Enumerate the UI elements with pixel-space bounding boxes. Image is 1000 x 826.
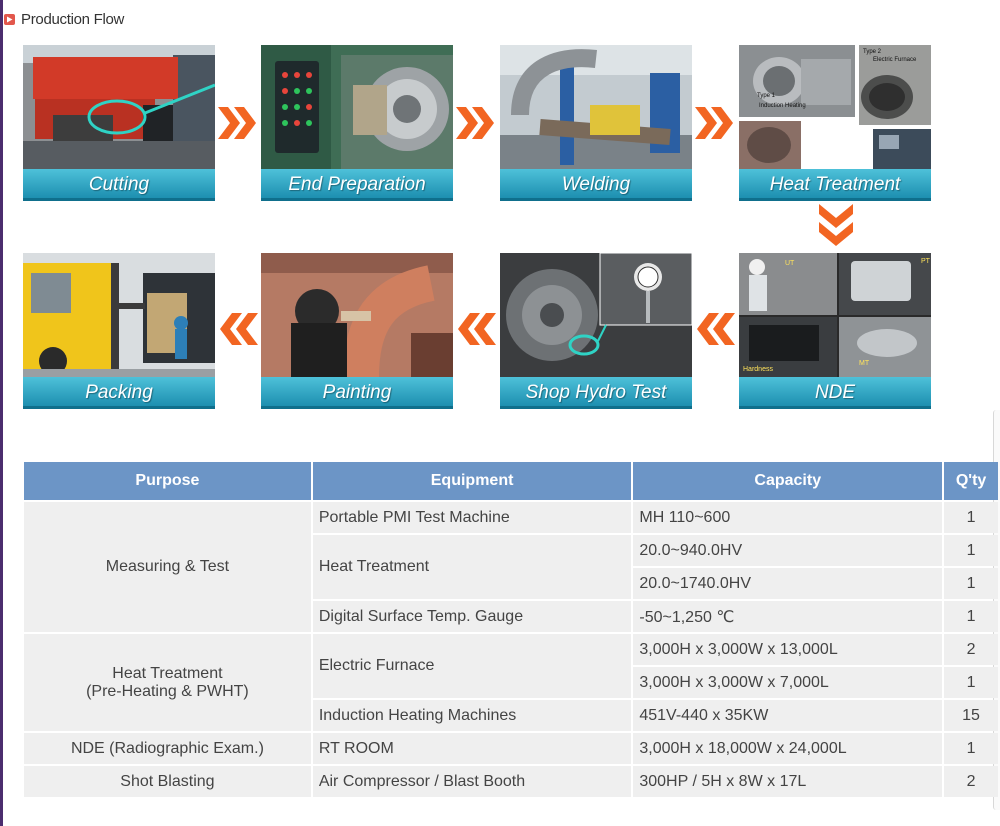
arrow-left-icon (220, 313, 258, 345)
capacity-cell: MH 110~600 (633, 502, 943, 533)
table-row: 20.0~1740.0HV 1 (24, 568, 998, 599)
purpose-line: (Pre-Heating & PWHT) (86, 682, 249, 700)
purpose-line: Heat Treatment (112, 664, 223, 682)
end-preparation-photo (261, 45, 453, 169)
step-label: Cutting (23, 169, 215, 201)
capacity-cell: 451V-440 x 35KW (633, 700, 943, 731)
table-row: Heat Treatment 20.0~940.0HV 1 (24, 535, 998, 599)
bullet-icon (4, 13, 15, 25)
column-header-purpose: Purpose (24, 462, 311, 500)
shop-hydro-test-photo (500, 253, 692, 377)
step-label: Packing (23, 377, 215, 409)
step-shop-hydro-test: Shop Hydro Test (500, 253, 692, 409)
table-row: Shot Blasting Air Compressor / Blast Boo… (24, 766, 998, 797)
step-label: NDE (739, 377, 931, 409)
photo-caption: PT (921, 258, 931, 265)
arrow-right-icon (695, 107, 733, 139)
cutting-photo (23, 45, 215, 169)
photo-caption: Hardness (743, 366, 773, 373)
arrow-left-icon (458, 313, 496, 345)
photo-caption: UT (785, 260, 795, 267)
equipment-cell: Induction Heating Machines (312, 700, 632, 731)
photo-caption: Electric Furnace (873, 57, 917, 63)
capacity-cell: 3,000H x 18,000W x 24,000L (633, 733, 943, 764)
photo-caption: Type 2 (863, 49, 882, 55)
qty-cell: 2 (944, 766, 998, 797)
purpose-cell: NDE (Radiographic Exam.) (24, 733, 311, 764)
left-edge-bar (0, 0, 3, 826)
table-row: Induction Heating Machines 451V-440 x 35… (24, 700, 998, 731)
table-row: NDE (Radiographic Exam.) RT ROOM 3,000H … (24, 733, 998, 764)
table-row: Digital Surface Temp. Gauge -50~1,250 ℃ … (24, 601, 998, 632)
qty-cell: 1 (944, 733, 998, 764)
photo-caption: Induction Heating (759, 103, 806, 109)
heat-treatment-photo: Type 1 Type 2 Induction Heating Electric… (739, 45, 931, 169)
photo-caption: MT (859, 360, 870, 367)
step-painting: Painting (261, 253, 453, 409)
arrow-left-icon (697, 313, 735, 345)
qty-cell: 1 (944, 535, 998, 566)
step-label: End Preparation (261, 169, 453, 201)
section-title: Production Flow (21, 10, 125, 28)
equipment-cell: Portable PMI Test Machine (312, 502, 632, 533)
step-cutting: Cutting (23, 45, 215, 201)
welding-photo (500, 45, 692, 169)
equipment-cell: RT ROOM (312, 733, 632, 764)
purpose-cell: Shot Blasting (24, 766, 311, 797)
table-row: Heat Treatment (Pre-Heating & PWHT) Elec… (24, 634, 998, 731)
qty-cell: 1 (944, 568, 998, 599)
step-nde: UT PT Hardness MT NDE (739, 253, 931, 409)
qty-cell: 15 (944, 700, 998, 731)
qty-cell: 1 (944, 601, 998, 632)
capacity-cell: 3,000H x 3,000W x 13,000L (633, 634, 943, 665)
equipment-table: Purpose Equipment Capacity Q'ty Measurin… (22, 460, 1000, 799)
photo-caption: Type 1 (757, 93, 776, 99)
column-header-capacity: Capacity (633, 462, 943, 500)
capacity-cell: 20.0~940.0HV (633, 535, 943, 566)
table-row: Measuring & Test Portable PMI Test Machi… (24, 502, 998, 632)
column-header-qty: Q'ty (944, 462, 998, 500)
table-row: 3,000H x 3,000W x 7,000L 1 (24, 667, 998, 698)
section-header: Production Flow (4, 8, 124, 30)
capacity-cell: 300HP / 5H x 8W x 17L (633, 766, 943, 797)
nde-photo: UT PT Hardness MT (739, 253, 931, 377)
equipment-cell: Air Compressor / Blast Booth (312, 766, 632, 797)
table-header-row: Purpose Equipment Capacity Q'ty (24, 462, 998, 500)
step-packing: Packing (23, 253, 215, 409)
arrow-down-icon (819, 204, 853, 246)
painting-photo (261, 253, 453, 377)
step-label: Welding (500, 169, 692, 201)
purpose-cell: Measuring & Test (24, 502, 311, 632)
column-header-equipment: Equipment (312, 462, 632, 500)
qty-cell: 1 (944, 502, 998, 533)
qty-cell: 1 (944, 667, 998, 698)
qty-cell: 2 (944, 634, 998, 665)
capacity-cell: -50~1,250 ℃ (633, 601, 943, 632)
capacity-cell: 3,000H x 3,000W x 7,000L (633, 667, 943, 698)
step-label: Heat Treatment (739, 169, 931, 201)
step-welding: Welding (500, 45, 692, 201)
equipment-cell: Electric Furnace (312, 634, 632, 698)
step-end-preparation: End Preparation (261, 45, 453, 201)
equipment-cell: Digital Surface Temp. Gauge (312, 601, 632, 632)
purpose-cell: Heat Treatment (Pre-Heating & PWHT) (24, 634, 311, 731)
capacity-cell: 20.0~1740.0HV (633, 568, 943, 599)
step-label: Painting (261, 377, 453, 409)
step-heat-treatment: Type 1 Type 2 Induction Heating Electric… (739, 45, 931, 201)
arrow-right-icon (218, 107, 256, 139)
step-label: Shop Hydro Test (500, 377, 692, 409)
equipment-cell: Heat Treatment (312, 535, 632, 599)
packing-photo (23, 253, 215, 377)
arrow-right-icon (456, 107, 494, 139)
